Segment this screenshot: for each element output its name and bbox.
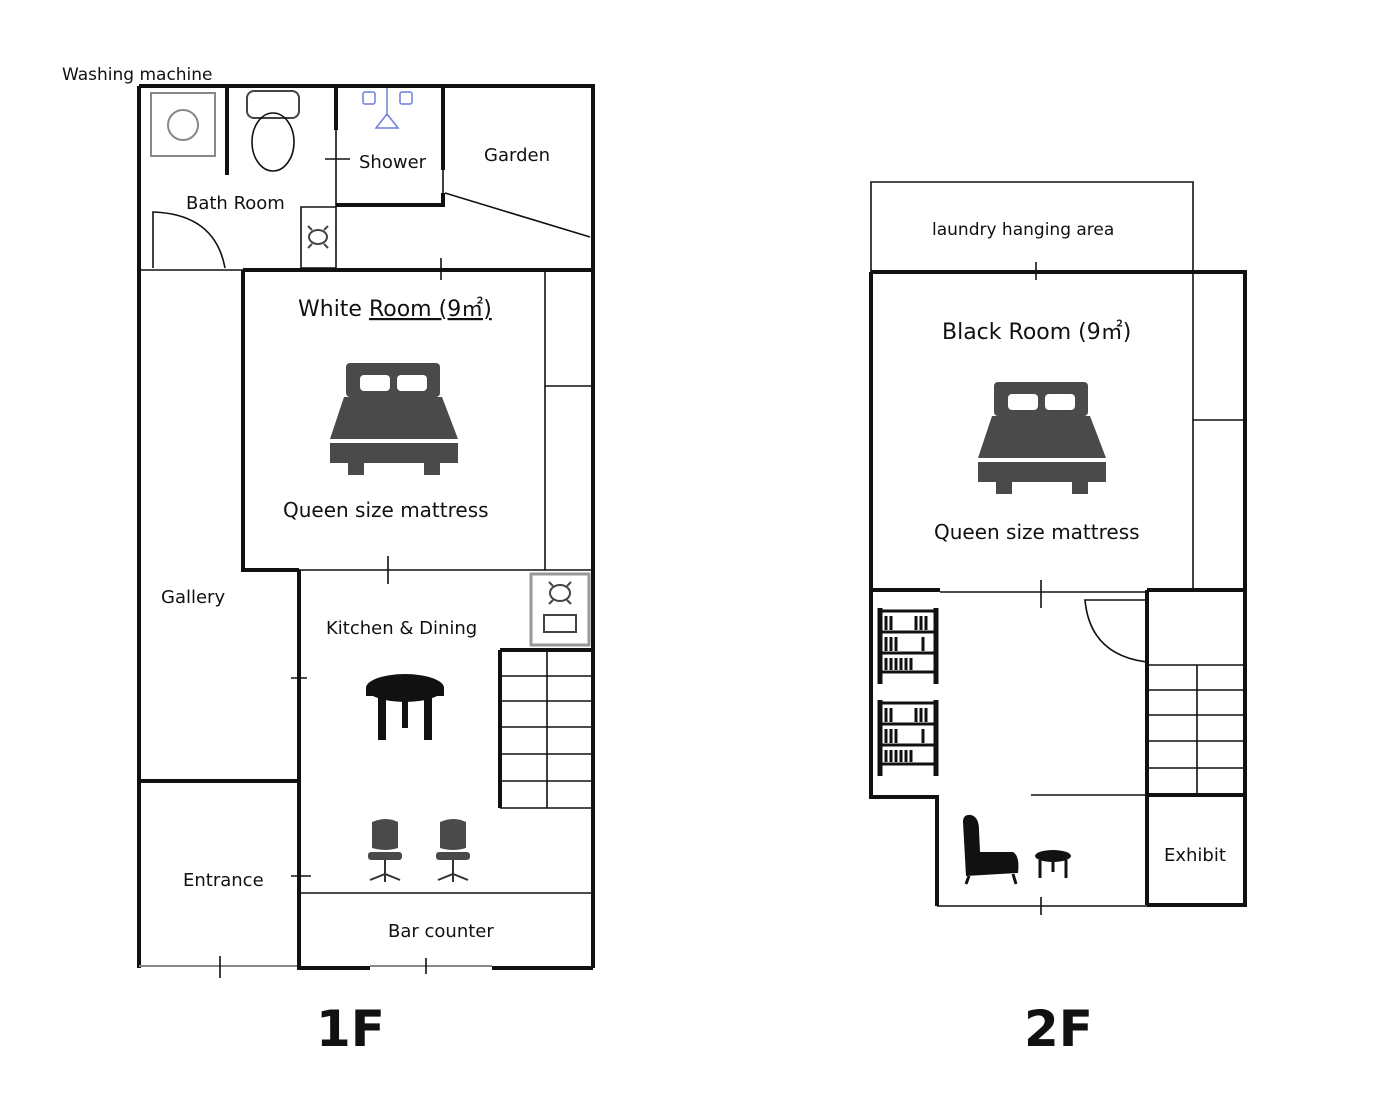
black-room-title: Black Room (9㎡): [942, 319, 1131, 345]
shower-label: Shower: [359, 152, 427, 173]
dining-table-icon: [366, 674, 444, 740]
outer-wall: [137, 84, 595, 968]
bookshelf-icon: [880, 700, 936, 776]
staircase: [1145, 588, 1245, 905]
washing-machine-label: Washing machine: [62, 65, 213, 85]
floor-2-plan: laundry hanging area Black Room (9㎡) Que…: [869, 181, 1247, 1058]
laundry-area-label: laundry hanging area: [932, 220, 1114, 240]
garden-label: Garden: [484, 145, 550, 166]
white-room-mattress-label: Queen size mattress: [283, 498, 489, 522]
kitchen-sink-icon: [529, 572, 591, 647]
entrance-label: Entrance: [183, 870, 264, 891]
kitchen-dining-label: Kitchen & Dining: [326, 618, 477, 639]
bookshelf-icon: [880, 608, 936, 684]
bed-icon: [330, 363, 458, 475]
side-table-icon: [1035, 850, 1071, 878]
chair-icon: [367, 818, 403, 883]
floor-1-plan: Washing machine Bath Room Shower Garden: [62, 65, 595, 1058]
black-room-mattress-label: Queen size mattress: [934, 520, 1140, 544]
sink-icon: [307, 225, 329, 249]
white-room-title: White Room (9㎡): [298, 296, 492, 322]
bed-icon: [978, 382, 1106, 494]
exhibit-label: Exhibit: [1164, 845, 1226, 866]
gallery-label: Gallery: [161, 587, 225, 608]
chair-icon: [435, 818, 471, 883]
staircase: [498, 648, 593, 809]
floor-2-title: 2F: [1024, 1000, 1093, 1058]
toilet-icon: [246, 90, 300, 172]
shower-icon: [362, 88, 413, 129]
bath-room-label: Bath Room: [186, 193, 285, 214]
washing-machine-icon: [150, 92, 216, 157]
bar-counter-label: Bar counter: [388, 921, 494, 942]
bath-door-swing: [152, 211, 226, 269]
door-swing: [1084, 599, 1148, 663]
floor-1-title: 1F: [316, 1000, 385, 1058]
armchair-icon: [963, 814, 1019, 885]
